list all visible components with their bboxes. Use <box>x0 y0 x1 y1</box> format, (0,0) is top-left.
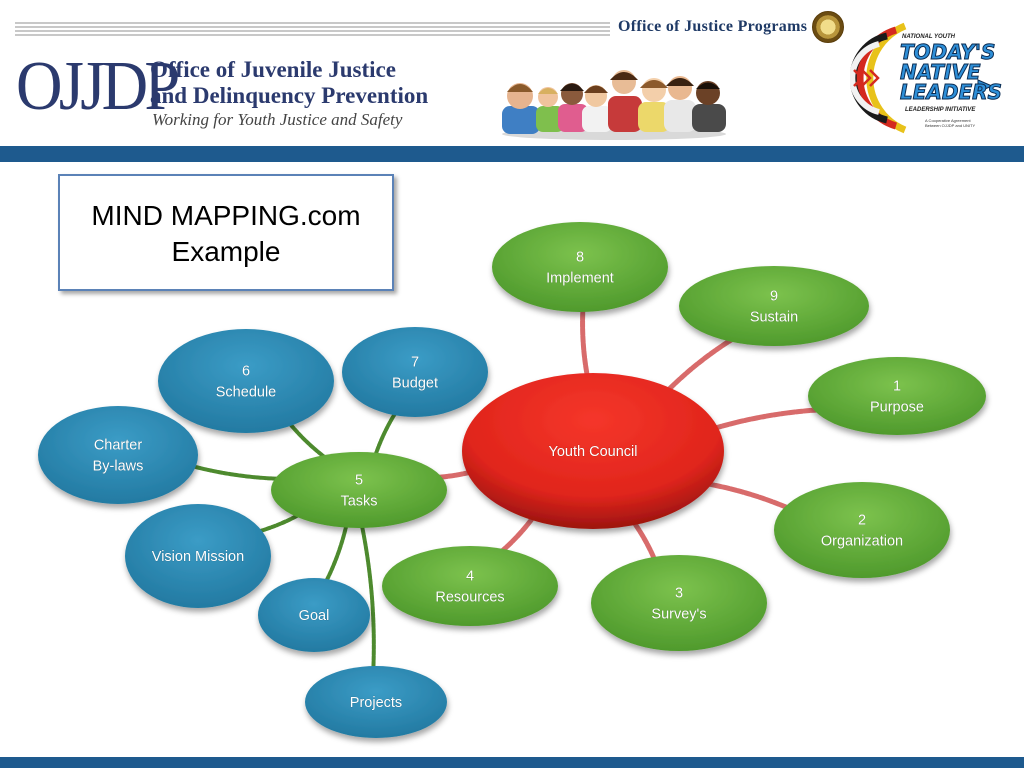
node-center-label-0: Youth Council <box>549 444 638 460</box>
tnl-wordmark: TODAY'S NATIVE LEADERS <box>900 40 1003 104</box>
connector-center-n4 <box>498 511 539 555</box>
header-stripes <box>15 22 610 36</box>
node-n3-label-1: Survey's <box>651 607 706 623</box>
header: Office of Justice Programs OJJDP Office … <box>0 0 1024 148</box>
agency-name: Office of Justice Programs <box>618 18 808 35</box>
node-n1-label-1: Purpose <box>870 400 924 416</box>
connector-n5-n7 <box>373 409 399 458</box>
node-n6-label-0: 6 <box>242 364 250 380</box>
node-n6-label-1: Schedule <box>216 385 276 401</box>
node-charter-shape <box>38 406 198 504</box>
node-n2-shape <box>774 482 950 578</box>
node-center-shape <box>462 373 724 529</box>
connector-center-n8 <box>580 305 591 382</box>
connector-n5-vision <box>254 512 303 535</box>
node-n4-shape <box>382 546 558 626</box>
tnl-cooperative-note: A Cooperative Agreement Between OJJDP an… <box>925 118 975 128</box>
tnl-note-line2: Between OJJDP and UNITY <box>925 123 976 128</box>
node-n1-label-0: 1 <box>893 379 901 395</box>
connector-n5-projects <box>359 522 376 671</box>
connector-center-n9 <box>662 336 736 396</box>
node-vision: Vision Mission <box>125 504 271 608</box>
connector-center-n1 <box>705 407 824 433</box>
org-name-line1: Office of Juvenile Justice <box>150 57 396 82</box>
org-tagline: Working for Youth Justice and Safety <box>152 110 403 129</box>
node-charter-label-0: Charter <box>94 438 143 454</box>
node-n9-label-0: 9 <box>770 289 778 305</box>
tnl-note-line1: A Cooperative Agreement <box>925 118 971 123</box>
connector-n5-n6 <box>286 419 328 461</box>
youth-group-photo <box>502 70 726 140</box>
footer-bar <box>0 757 1024 768</box>
node-goal-shape <box>258 578 370 652</box>
node-n7-shape <box>342 327 488 417</box>
node-n2-label-0: 2 <box>858 513 866 529</box>
connector-center-n3 <box>628 516 658 564</box>
native-leaders-logo <box>850 22 994 134</box>
connector-center-n2 <box>698 480 794 512</box>
node-n5-label-0: 5 <box>355 473 363 489</box>
node-n3-shape <box>591 555 767 651</box>
node-n8-label-1: Implement <box>546 271 614 287</box>
node-n3-label-0: 3 <box>675 586 683 602</box>
node-n2-label-1: Organization <box>821 534 903 550</box>
tnl-line2: NATIVE <box>900 60 982 84</box>
tnl-bottom-label: LEADERSHIP INITIATIVE <box>905 107 976 113</box>
node-n6-shape <box>158 329 334 433</box>
node-projects: Projects <box>305 666 447 738</box>
tnl-top-label: NATIONAL YOUTH <box>902 34 956 40</box>
org-name-line2: and Delinquency Prevention <box>150 83 429 108</box>
node-vision-shape <box>125 504 271 608</box>
node-n5-shape <box>271 452 447 528</box>
node-projects-shape <box>305 666 447 738</box>
node-n8-shape <box>492 222 668 312</box>
node-n8-label-0: 8 <box>576 250 584 266</box>
tnl-line1: TODAY'S <box>900 40 996 64</box>
slide-title-line1: MIND MAPPING.com <box>91 200 361 231</box>
connector-n5-goal <box>323 522 349 584</box>
slide-title-box: MIND MAPPING.com Example <box>58 174 394 291</box>
node-n7-label-1: Budget <box>392 376 438 392</box>
node-n4-label-1: Resources <box>435 590 504 606</box>
ojjdp-logo: OJJDP <box>16 48 180 125</box>
org-name: Office of Juvenile Justice and Delinquen… <box>150 57 428 109</box>
slide-title-line2: Example <box>171 236 281 267</box>
node-vision-label-0: Vision Mission <box>152 549 244 565</box>
node-charter-label-1: By-laws <box>93 459 144 475</box>
node-center: Youth Council <box>462 373 724 529</box>
node-projects-label-0: Projects <box>350 695 402 711</box>
node-goal-label-0: Goal <box>299 608 330 624</box>
node-layer: Youth Council8Implement9Sustain1Purpose2… <box>38 222 986 738</box>
header-divider-bar <box>0 146 1024 162</box>
node-n9-shape <box>679 266 869 346</box>
node-n1-shape <box>808 357 986 435</box>
node-goal: Goal <box>258 578 370 652</box>
doj-seal-icon <box>812 11 844 43</box>
node-n7-label-0: 7 <box>411 355 419 371</box>
tnl-line3: LEADERS <box>900 80 1003 104</box>
node-n4-label-0: 4 <box>466 569 474 585</box>
node-n5-label-1: Tasks <box>340 494 377 510</box>
node-n9-label-1: Sustain <box>750 310 798 326</box>
connector-n5-charter <box>187 463 285 481</box>
